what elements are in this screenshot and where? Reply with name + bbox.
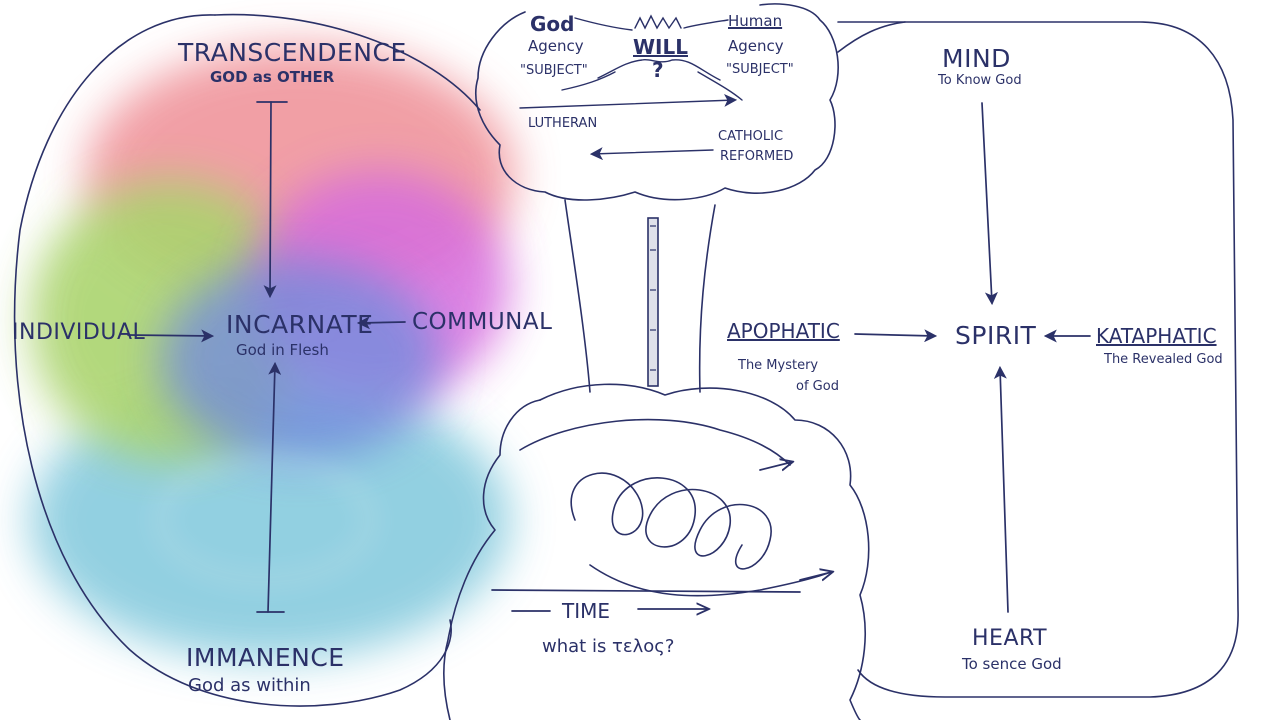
scribble-arrow-bottom bbox=[799, 572, 832, 580]
scribble-arrow-top bbox=[759, 462, 792, 470]
time-label: TIME bbox=[562, 599, 611, 623]
kataphatic-label: KATAPHATIC bbox=[1096, 324, 1217, 348]
god-label: God bbox=[530, 12, 575, 36]
arrow-catholic-reformed bbox=[589, 147, 714, 161]
top-cloud-outline bbox=[475, 3, 839, 201]
left-oval-outline-upper-right bbox=[214, 13, 481, 111]
arrow-individual-to-incarnate bbox=[127, 329, 215, 343]
communal-label: COMMUNAL bbox=[412, 309, 553, 335]
bottom-cloud-outline-left bbox=[443, 399, 541, 720]
mind-label: MIND bbox=[942, 44, 1011, 73]
will-slope-right bbox=[697, 71, 743, 101]
god-agency-label: Agency bbox=[528, 37, 584, 55]
arrow-long-horizontal bbox=[491, 589, 801, 593]
apophatic-subtitle-line2: of God bbox=[796, 379, 839, 394]
human-subject-label: "SUBJECT" bbox=[726, 62, 794, 77]
immanence-label: IMMANENCE bbox=[186, 643, 345, 672]
will-mountain bbox=[597, 58, 721, 81]
telos-question: what is τελος? bbox=[542, 636, 675, 657]
catholic-label: CATHOLIC bbox=[718, 129, 784, 144]
transcendence-subtitle: GOD as OTHER bbox=[210, 68, 335, 86]
arrow-transcendence-to-incarnate bbox=[263, 101, 277, 299]
connector-left bbox=[564, 199, 591, 393]
color-washes bbox=[30, 45, 515, 660]
immanence-subtitle: God as within bbox=[188, 675, 311, 696]
heart-label: HEART bbox=[972, 626, 1048, 651]
scribble-loops bbox=[519, 418, 831, 597]
kataphatic-subtitle: The Revealed God bbox=[1104, 352, 1223, 367]
arrow-lutheran bbox=[519, 93, 738, 109]
will-crown-marks bbox=[634, 14, 682, 30]
mind-subtitle: To Know God bbox=[938, 73, 1022, 88]
wash-swirl-ring bbox=[157, 457, 373, 583]
will-slope-left bbox=[561, 71, 616, 91]
spirit-label: SPIRIT bbox=[955, 321, 1037, 350]
right-frame-top-curve bbox=[837, 21, 906, 53]
arrow-apophatic-to-spirit bbox=[854, 329, 938, 343]
will-line-right bbox=[683, 19, 729, 29]
vertical-pole bbox=[647, 217, 659, 387]
bottom-cloud-outline bbox=[539, 383, 870, 720]
incarnate-subtitle: God in Flesh bbox=[236, 341, 329, 359]
individual-label: INDIVIDUAL bbox=[12, 320, 146, 345]
right-rounded-frame bbox=[837, 21, 1239, 698]
left-oval-outline bbox=[13, 14, 452, 707]
arrow-communal-to-incarnate bbox=[356, 316, 406, 330]
arrow-heart-to-spirit bbox=[993, 365, 1009, 613]
arrow-immanence-to-incarnate bbox=[267, 361, 282, 613]
will-line-left bbox=[574, 17, 633, 31]
apophatic-subtitle-line1: The Mystery bbox=[738, 358, 819, 373]
lutheran-label: LUTHERAN bbox=[528, 116, 598, 131]
connector-right bbox=[698, 204, 716, 393]
heart-subtitle: To sence God bbox=[962, 655, 1062, 673]
arrow-mind-to-spirit bbox=[981, 102, 998, 306]
transcendence-label: TRANSCENDENCE bbox=[178, 38, 407, 67]
will-question-mark: ? bbox=[652, 58, 664, 82]
incarnate-label: INCARNATE bbox=[226, 310, 374, 339]
god-subject-label: "SUBJECT" bbox=[520, 63, 588, 78]
will-label: WILL bbox=[633, 35, 688, 59]
reformed-label: REFORMED bbox=[720, 149, 794, 164]
human-label: Human bbox=[728, 12, 783, 30]
wash-blue bbox=[160, 260, 440, 460]
apophatic-label: APOPHATIC bbox=[727, 319, 840, 343]
human-agency-label: Agency bbox=[728, 37, 784, 55]
